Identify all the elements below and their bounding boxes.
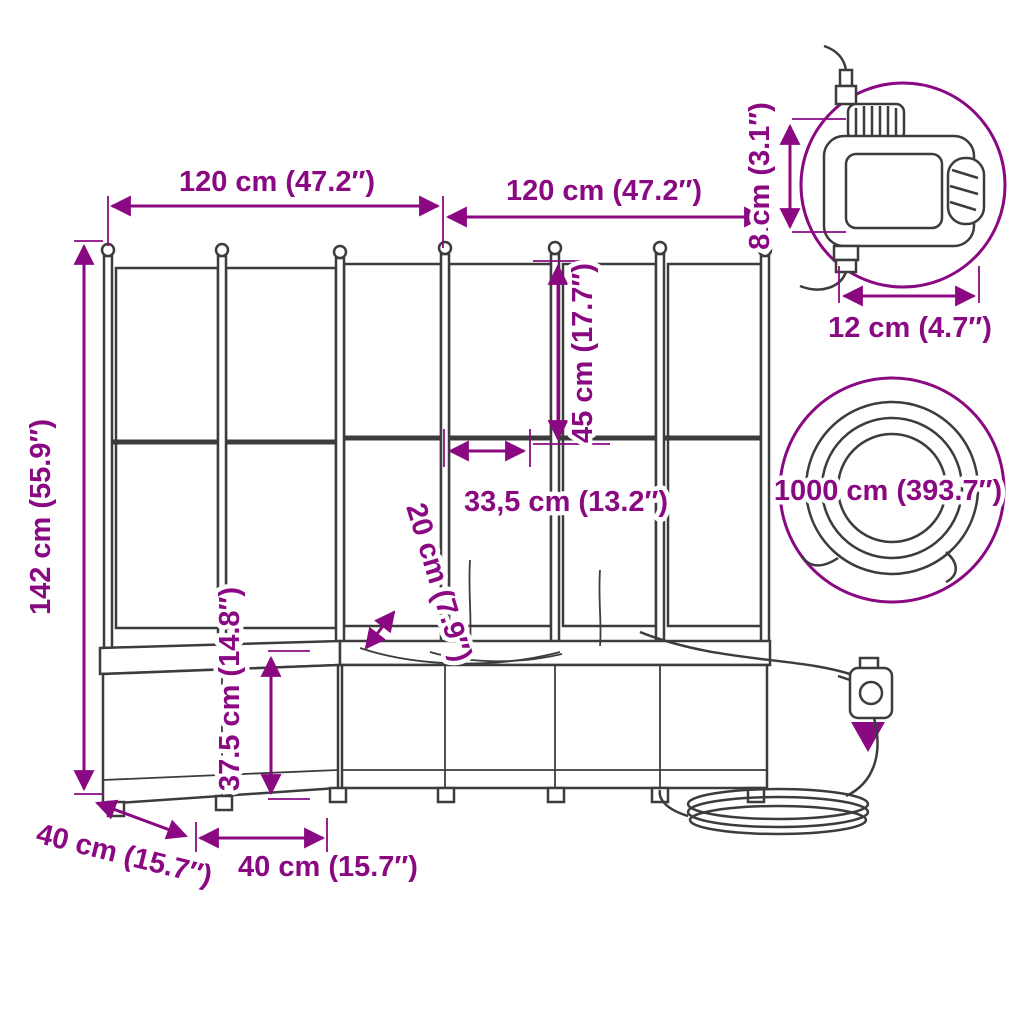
trellis-panel — [114, 266, 220, 630]
post-finial — [757, 242, 773, 258]
post-finial — [437, 240, 453, 256]
label-depth-front: 40 cm (15.7″) — [238, 851, 418, 883]
water-timer-device — [799, 44, 986, 291]
dimension-line — [364, 610, 396, 650]
timer-inlet-hose — [823, 44, 848, 71]
hose-loop — [686, 795, 870, 829]
hose-ring — [804, 400, 980, 576]
hose-loop — [686, 787, 870, 821]
trellis-posts — [100, 240, 773, 654]
post-finial — [547, 240, 563, 256]
label-width-left: 120 cm (47.2″) — [179, 166, 375, 198]
post — [334, 256, 346, 654]
hose-to-coil — [845, 717, 879, 798]
planter-foot — [328, 786, 348, 804]
hose-ring — [836, 432, 948, 544]
hose-coil-rings — [800, 400, 980, 584]
box-bottom-rail — [102, 769, 339, 781]
dim-trellis-top-section: 45 cm (17.7″) — [533, 259, 610, 447]
down-arrow-icon — [851, 722, 885, 752]
hose-coil-detail — [778, 376, 1006, 604]
dim-width-right: 120 cm (47.2″) — [445, 175, 768, 252]
hose-ring — [820, 416, 964, 560]
dim-inner-width: 33,5 cm (13.2″) — [443, 429, 673, 523]
timer-outlet-hose — [799, 271, 848, 291]
drip-tube — [359, 647, 561, 665]
timer-inlet-fitting — [838, 68, 854, 88]
drip-tube — [429, 651, 563, 663]
post — [759, 254, 771, 652]
hose-detail-circle — [778, 376, 1006, 604]
label-hose-length: 1000 cm (393.7″) — [774, 475, 1002, 507]
dimension-line — [95, 799, 188, 840]
dim-timer-height: 8 cm (3.1″) — [740, 98, 846, 254]
planter-foot — [436, 786, 456, 804]
planter-foot — [546, 786, 566, 804]
label-timer-width: 12 cm (4.7″) — [828, 312, 992, 344]
trellis-panel — [447, 262, 553, 628]
timer-dial-ridges — [854, 106, 898, 138]
dim-depth-front: 40 cm (15.7″) — [195, 818, 418, 883]
dim-timer-width: 12 cm (4.7″) — [828, 266, 992, 344]
post-finial — [652, 240, 668, 256]
timer-screen — [844, 152, 944, 230]
label-width-right: 120 cm (47.2″) — [506, 175, 702, 207]
timer-outlet — [832, 244, 860, 262]
post — [102, 254, 114, 654]
timer-inlet-fitting — [834, 84, 858, 106]
post — [654, 252, 666, 652]
drip-connector — [837, 656, 894, 720]
dim-width-left: 120 cm (47.2″) — [107, 166, 444, 248]
label-trellis-top-section: 45 cm (17.7″) — [567, 263, 599, 443]
hose-loop — [688, 804, 868, 836]
label-timer-height: 8 cm (3.1″) — [744, 102, 776, 250]
post-finial — [332, 244, 348, 260]
trellis-panel — [224, 266, 338, 630]
hose-end — [945, 551, 957, 584]
label-inner-width: 33,5 cm (13.2″) — [464, 486, 668, 518]
trellis-panel — [666, 262, 763, 628]
drip-tube — [468, 559, 472, 645]
hose-to-connector — [639, 630, 857, 678]
dim-height-total: 142 cm (55.9″) — [21, 240, 103, 795]
planter-foot — [214, 794, 234, 812]
timer-handle-grip — [949, 168, 979, 212]
hose-end — [800, 555, 839, 567]
water-timer-detail — [799, 44, 1007, 291]
dim-hose-length: 1000 cm (393.7″) — [769, 471, 1006, 512]
ground-hose-coil — [658, 787, 870, 836]
post-finial — [214, 242, 230, 258]
label-box-height: 37.5 cm (14.8″) — [214, 587, 246, 791]
dim-box-height: 37.5 cm (14.8″) — [210, 582, 310, 800]
drip-tube — [598, 569, 602, 647]
connector-side-nub — [837, 674, 851, 682]
hose-loop-end — [658, 789, 689, 818]
hose-run — [639, 630, 894, 836]
connector-dial — [858, 680, 884, 706]
label-depth-left: 40 cm (15.7″) — [33, 818, 215, 893]
label-height-total: 142 cm (55.9″) — [25, 419, 57, 615]
